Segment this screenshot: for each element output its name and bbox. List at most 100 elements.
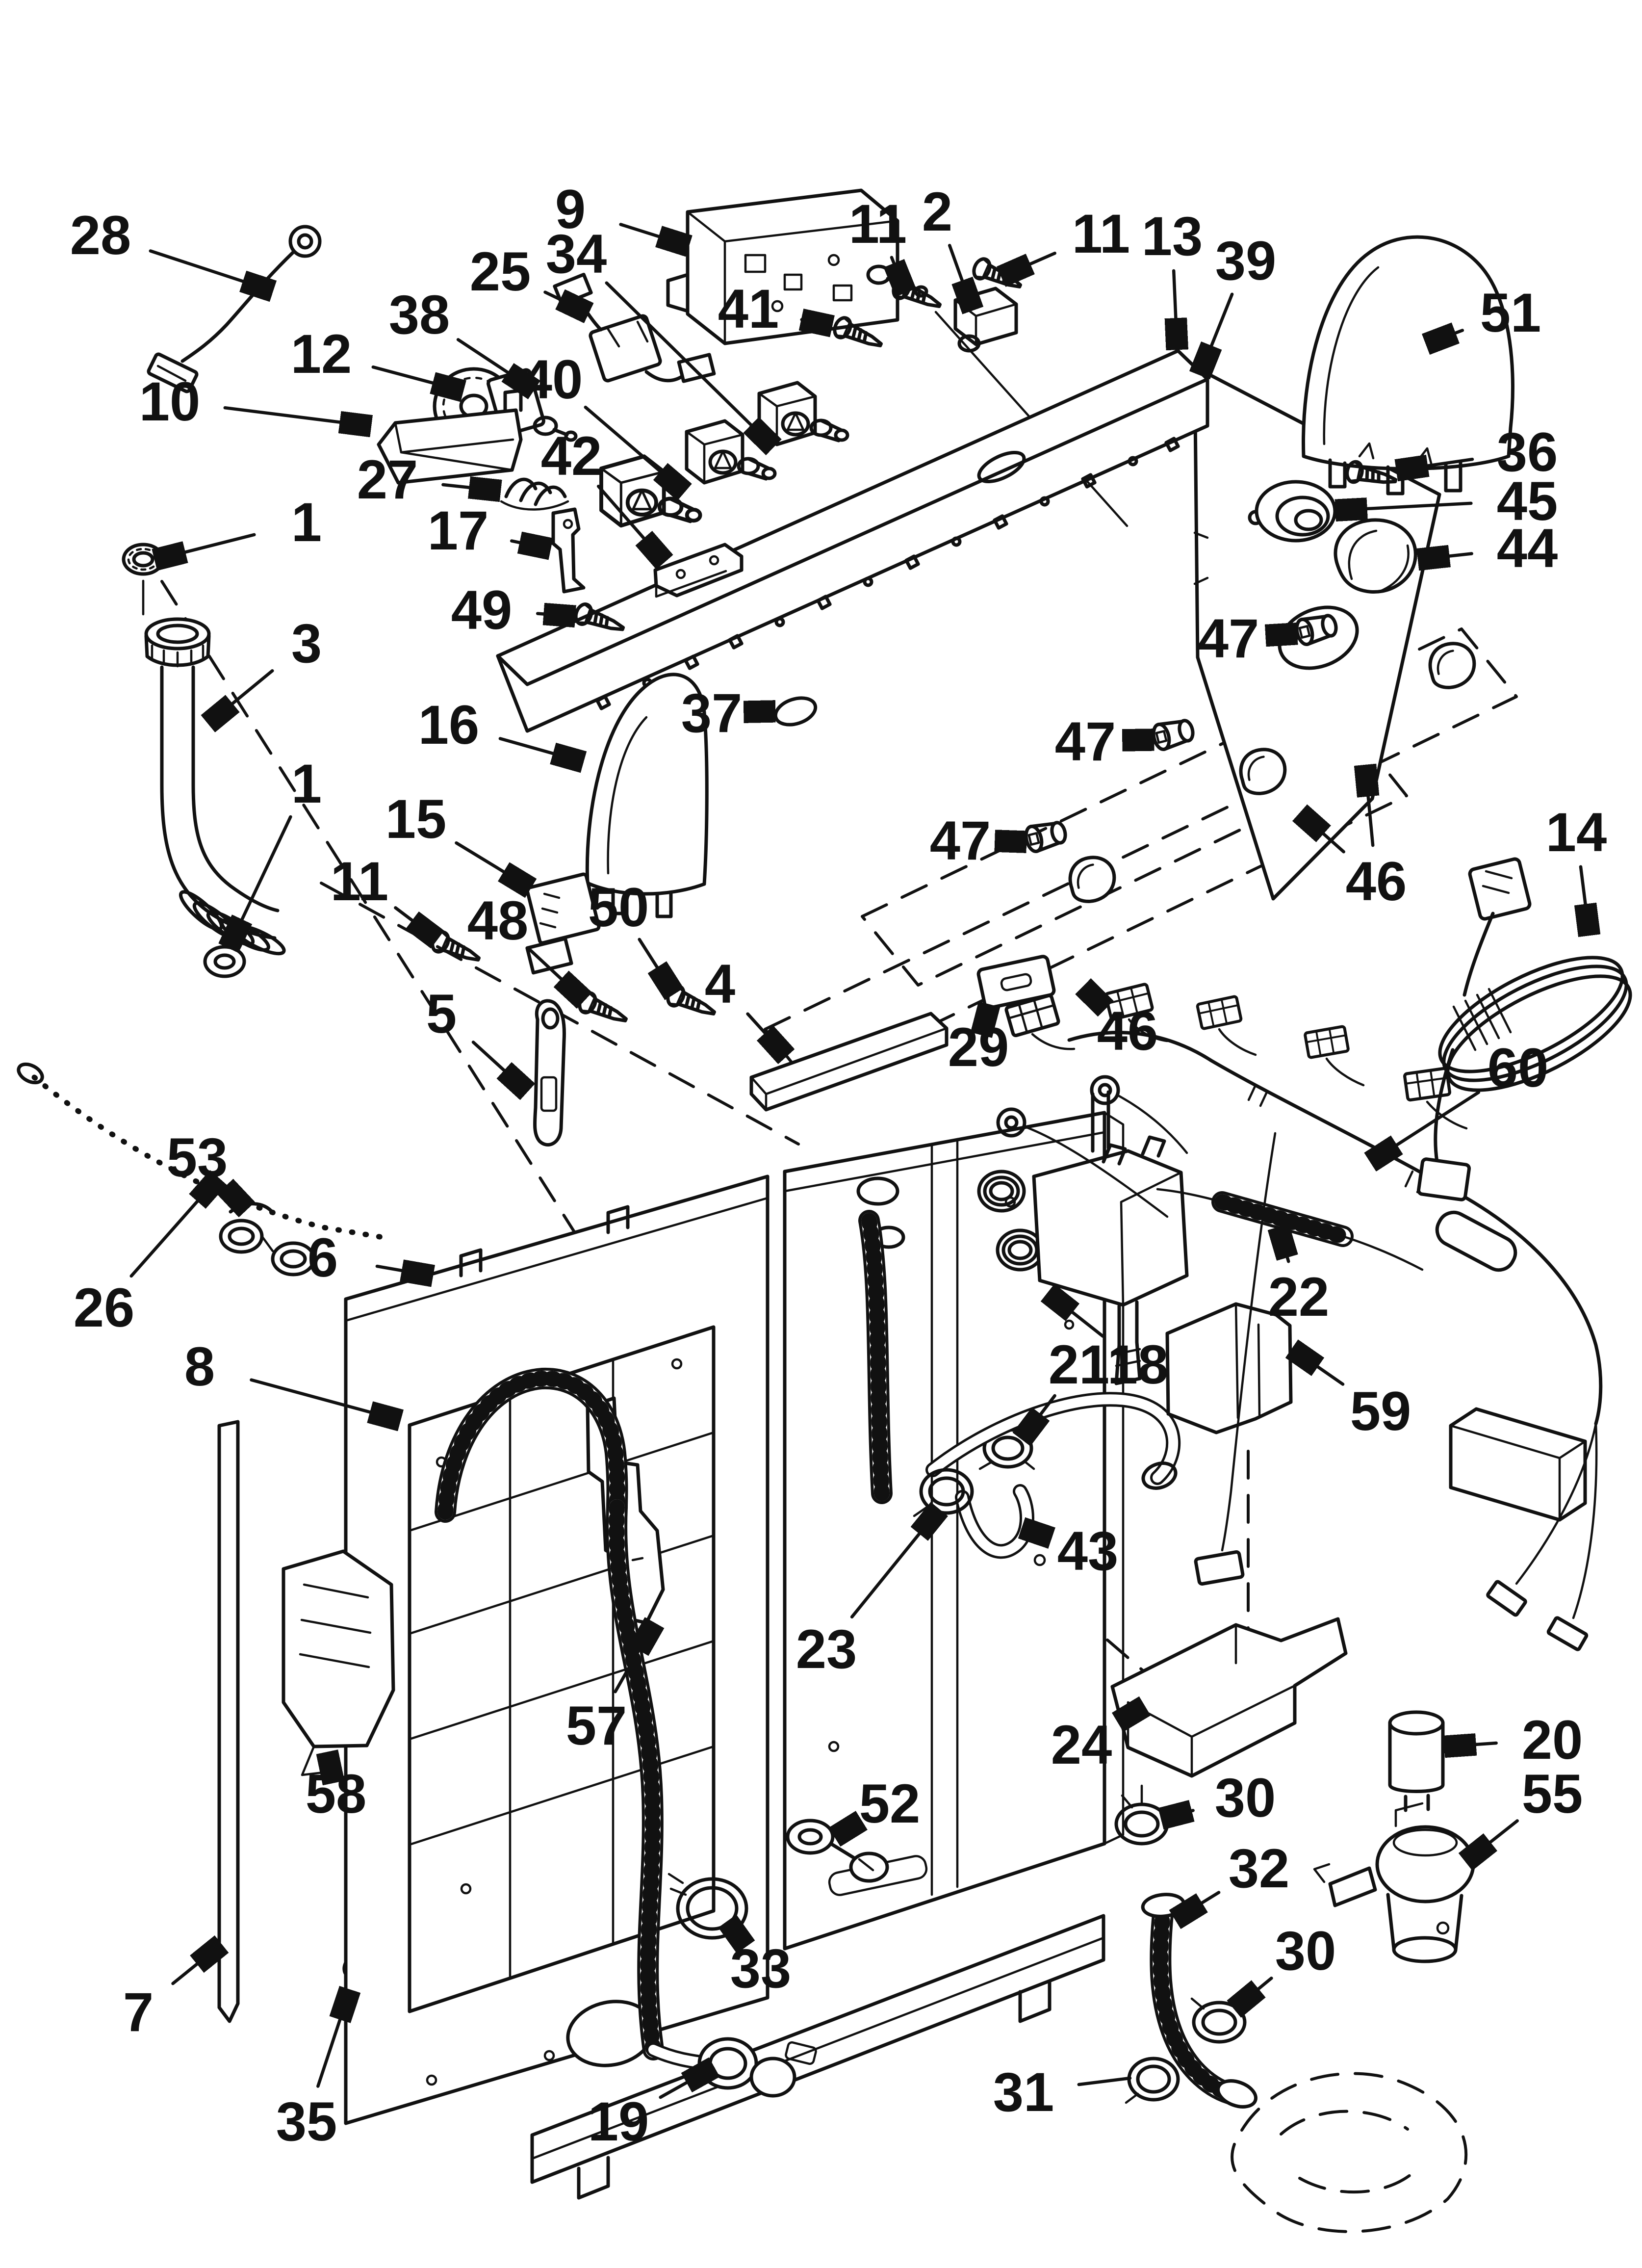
part-base-rail: [530, 1914, 1105, 2200]
callout-35: 35: [276, 1992, 349, 2152]
callout-10: 10: [139, 371, 369, 432]
callout-36: 36: [1399, 421, 1558, 483]
callout-leader-46: [1085, 988, 1098, 1000]
callout-number-53: 53: [167, 1127, 228, 1188]
part-spring-27: [500, 477, 569, 511]
callout-1: 1: [230, 753, 322, 946]
callout-leader-16: [498, 737, 581, 762]
callout-leader-46: [1302, 814, 1345, 854]
part-temp-switch-25: [553, 272, 716, 383]
callout-leader-19: [659, 2068, 712, 2099]
callout-number-47: 47: [1055, 711, 1116, 772]
callout-leader-26: [129, 1179, 217, 1278]
callout-leader-10: [223, 406, 369, 426]
callout-14: 14: [1546, 802, 1607, 933]
part-end-cap-16: [585, 673, 709, 918]
callout-leader-44: [1420, 554, 1473, 560]
callout-leader-23: [850, 1511, 938, 1619]
callout-leader-13: [1174, 269, 1177, 347]
callout-number-11: 11: [331, 851, 388, 912]
callout-leader-15: [455, 841, 529, 887]
callout-19: 19: [588, 2068, 712, 2152]
callout-47: 47: [1055, 711, 1152, 772]
callout-number-28: 28: [70, 205, 131, 266]
callout-24: 24: [1051, 1707, 1143, 1775]
callout-number-52: 52: [859, 1773, 921, 1834]
callout-58: 58: [306, 1754, 367, 1825]
callout-25: 25: [470, 241, 587, 312]
callout-leader-21: [1023, 1394, 1056, 1437]
callout-leader-52: [837, 1828, 849, 1836]
callout-number-43: 43: [1057, 1520, 1119, 1582]
callout-number-6: 6: [308, 1227, 338, 1288]
callout-number-60: 60: [1488, 1037, 1549, 1098]
callout-leader-42: [596, 484, 663, 560]
callout-number-20: 20: [1522, 1709, 1583, 1771]
callout-28: 28: [70, 205, 271, 290]
callout-number-5: 5: [426, 983, 457, 1044]
callout-15: 15: [385, 788, 529, 887]
callout-leader-6: [375, 1266, 431, 1276]
callout-number-11: 11: [1072, 203, 1130, 264]
part-switch-row: [601, 383, 847, 598]
callout-11: 11: [1003, 203, 1130, 276]
callout-number-39: 39: [1215, 230, 1277, 291]
callout-40: 40: [522, 349, 683, 491]
callout-18: 18: [1050, 1294, 1168, 1395]
callout-17: 17: [428, 500, 548, 561]
callout-leader-11: [394, 906, 436, 938]
callout-number-31: 31: [993, 2061, 1054, 2123]
part-bead-chain-26: [17, 1062, 391, 1241]
callout-2: 2: [922, 181, 972, 308]
callout-33: 33: [729, 1923, 791, 1999]
callout-number-47: 47: [1198, 608, 1259, 669]
callout-49: 49: [451, 579, 573, 641]
callout-leader-24: [1122, 1707, 1143, 1720]
callout-leader-35: [316, 1992, 349, 2088]
part-console-panel-13: [496, 349, 1209, 733]
callout-6: 6: [308, 1227, 431, 1288]
callout-number-11: 11: [849, 193, 907, 255]
callout-number-9: 9: [555, 179, 586, 240]
callout-number-57: 57: [566, 1695, 627, 1756]
callout-11: 11: [331, 851, 436, 938]
callout-number-15: 15: [385, 788, 447, 850]
callout-number-30: 30: [1215, 1767, 1276, 1828]
callout-number-40: 40: [522, 349, 583, 410]
part-capacitor-20: [1388, 1710, 1445, 1812]
callout-30: 30: [1163, 1767, 1276, 1828]
callout-leader-20: [1447, 1743, 1498, 1747]
part-clip-4: [749, 1012, 949, 1112]
part-oval-plug-37: [773, 696, 818, 727]
callout-59: 59: [1294, 1350, 1411, 1442]
callout-leader-31: [1077, 2076, 1132, 2086]
callout-7: 7: [123, 1946, 220, 2043]
callout-number-37: 37: [681, 682, 743, 744]
callout-number-48: 48: [467, 890, 529, 951]
part-clamps-30-31: [1114, 1784, 1247, 2104]
part-cover-59: [1165, 1302, 1293, 1434]
part-washer-1-bottom: [203, 945, 246, 978]
part-timer-9: [666, 188, 928, 345]
callout-46: 46: [1085, 988, 1158, 1062]
callout-number-50: 50: [588, 877, 649, 938]
callout-number-21: 21: [1049, 1334, 1110, 1395]
callout-number-1: 1: [291, 753, 322, 814]
callout-number-23: 23: [796, 1618, 857, 1680]
callout-number-58: 58: [306, 1763, 367, 1825]
part-drain-hose-8: [435, 1210, 893, 2071]
callout-number-42: 42: [541, 425, 602, 487]
callout-leader-33: [729, 1923, 738, 1935]
callout-4: 4: [705, 953, 785, 1055]
part-strap-5: [533, 999, 566, 1147]
callout-number-17: 17: [428, 500, 489, 561]
callout-number-3: 3: [291, 613, 322, 674]
callout-60: 60: [1372, 1037, 1548, 1161]
callout-number-4: 4: [705, 953, 735, 1015]
part-power-cord-14: [1416, 857, 1632, 1201]
callout-leader-7: [171, 1946, 220, 1985]
part-clamp-33: [667, 1873, 748, 1940]
callout-16: 16: [418, 694, 581, 761]
